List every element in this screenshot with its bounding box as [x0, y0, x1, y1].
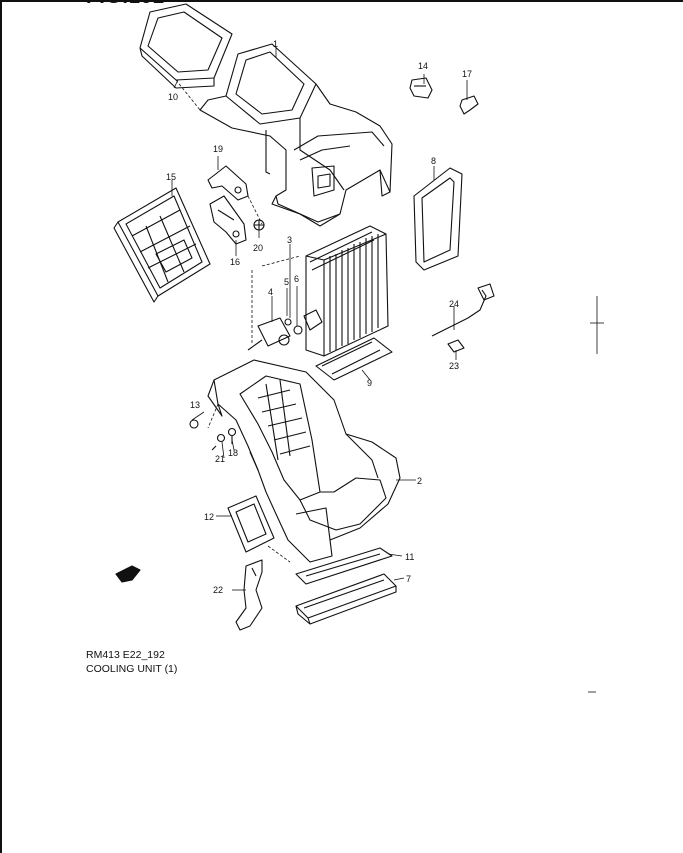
callout-11: 11 [405, 552, 414, 562]
figure-name: COOLING UNIT (1) [86, 663, 178, 675]
figure-title: FIG.192 [86, 0, 165, 9]
part-24-sensor [431, 283, 495, 337]
callout-9: 9 [367, 378, 372, 388]
part-7-cover [295, 573, 397, 625]
callout-8: 8 [431, 156, 436, 166]
frame-top-border [0, 0, 683, 2]
callout-22: 22 [213, 585, 223, 595]
callout-14: 14 [418, 61, 428, 71]
evaporator-core [303, 225, 389, 357]
part-16-bracket [209, 195, 247, 245]
callout-3: 3 [287, 235, 292, 245]
part-21-screw [211, 433, 226, 451]
part-12-seal [227, 495, 275, 553]
callout-24: 24 [449, 299, 459, 309]
part-20-screw [253, 219, 265, 231]
front-direction-arrow [115, 565, 141, 583]
part-10-gasket [139, 3, 233, 89]
part-23-clip [447, 339, 465, 353]
part-17-clip [459, 95, 479, 115]
callout-10: 10 [168, 92, 178, 102]
callout-13: 13 [190, 400, 200, 410]
callout-5: 5 [284, 277, 289, 287]
callout-23: 23 [449, 361, 459, 371]
part-9-drain-pan [315, 337, 393, 381]
callout-15: 15 [166, 172, 176, 182]
callout-20: 20 [253, 243, 263, 253]
callout-19: 19 [213, 144, 223, 154]
callout-2: 2 [417, 476, 422, 486]
part-22-hose [235, 559, 263, 631]
callout-12: 12 [204, 512, 214, 522]
part-19-bracket [207, 165, 249, 201]
part-1-upper-case [199, 43, 393, 227]
margin-marks [588, 296, 604, 693]
part-8-seal [413, 167, 463, 271]
part-15-filter [113, 187, 211, 303]
frame-left-border [0, 0, 2, 853]
expansion-valve-group [247, 317, 303, 351]
callout-17: 17 [462, 69, 472, 79]
part-13-screw [189, 419, 199, 429]
part-11-seal [295, 547, 393, 585]
part-14-clip [409, 77, 433, 99]
part-2-lower-case [207, 359, 401, 563]
callout-16: 16 [230, 257, 240, 267]
assembly-guide-lines [175, 79, 301, 563]
leader-lines [171, 48, 468, 591]
callout-7: 7 [406, 574, 411, 584]
callout-6: 6 [294, 274, 299, 284]
figure-code: RM413 E22_192 [86, 649, 165, 661]
callout-labels: 1 2 3 4 5 6 7 8 9 10 11 12 13 14 15 16 1… [166, 39, 472, 595]
callout-1: 1 [273, 39, 278, 49]
callout-18: 18 [228, 448, 238, 458]
callout-21: 21 [215, 454, 225, 464]
callout-4: 4 [268, 287, 273, 297]
